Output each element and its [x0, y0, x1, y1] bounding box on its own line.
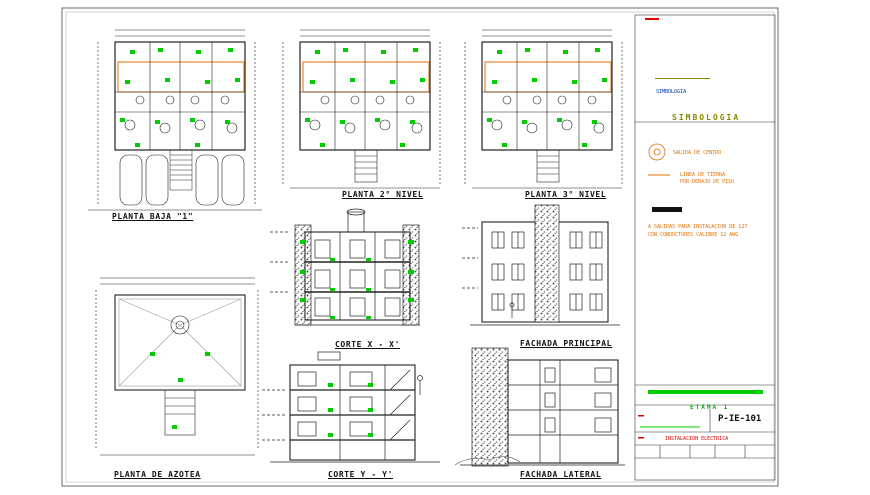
corte-x-section	[270, 208, 420, 326]
corte-x-label: CORTE X - X'	[335, 340, 400, 349]
planta-2-plan	[282, 29, 441, 189]
fachada-principal-label: FACHADA PRINCIPAL	[520, 339, 613, 348]
title-red-mark	[645, 18, 659, 20]
salida-symbol-inner	[653, 148, 661, 156]
red-mark-1	[638, 415, 644, 417]
linea-label-1: LINEA DE TIERRA	[680, 172, 726, 178]
simbologia-underline	[655, 78, 710, 79]
nota-1: A SALIDAS PARA INSTALACION DE 127	[648, 224, 748, 230]
planta-baja-green-marks	[120, 48, 240, 147]
plano-id: P-IE-101	[718, 414, 762, 424]
fachada-lateral-label: FACHADA LATERAL	[520, 470, 602, 479]
fachada-principal	[462, 204, 620, 326]
planta-3-label: PLANTA 3° NIVEL	[525, 190, 607, 199]
planta-2-label: PLANTA 2° NIVEL	[342, 190, 424, 199]
salida-label: SALIDA DE CENTRO	[673, 150, 722, 156]
linea-label-2: POR DEBAJO DE PISO	[680, 179, 735, 185]
etapa-label: ETAPA 1	[690, 404, 730, 411]
sheet-inner-border	[65, 11, 775, 483]
title-block	[634, 14, 776, 481]
simbologia-heading: SIMBOLOGIA	[672, 113, 741, 122]
planta-azotea-green-marks	[150, 352, 210, 429]
planta-3-green-marks	[487, 48, 607, 147]
corte-y-label: CORTE Y - Y'	[328, 470, 393, 479]
simbologia-small: SIMBOLOGIA	[656, 89, 687, 95]
planta-baja-plan	[88, 29, 262, 211]
corte-y-section	[262, 351, 440, 463]
planta-3-plan	[464, 29, 623, 189]
corte-x-green-marks	[300, 240, 414, 319]
sheet-border	[61, 7, 779, 487]
fachada-lateral	[454, 347, 625, 467]
planta-baja-label: PLANTA BAJA "1"	[112, 212, 194, 221]
contenido-label: INSTALACION ELECTRICA	[665, 436, 729, 442]
red-mark-2	[638, 437, 644, 439]
planta-2-green-marks	[305, 48, 425, 147]
legend-black-bar	[652, 207, 682, 212]
etapa-green-bar	[648, 390, 763, 394]
nota-2: CON CONDUCTORES CALIBRE 12 AWG	[648, 232, 739, 238]
corte-y-green-marks	[328, 383, 373, 437]
salida-symbol	[648, 143, 666, 161]
planta-azotea-label: PLANTA DE AZOTEA	[114, 470, 201, 479]
planta-azotea	[95, 277, 259, 456]
